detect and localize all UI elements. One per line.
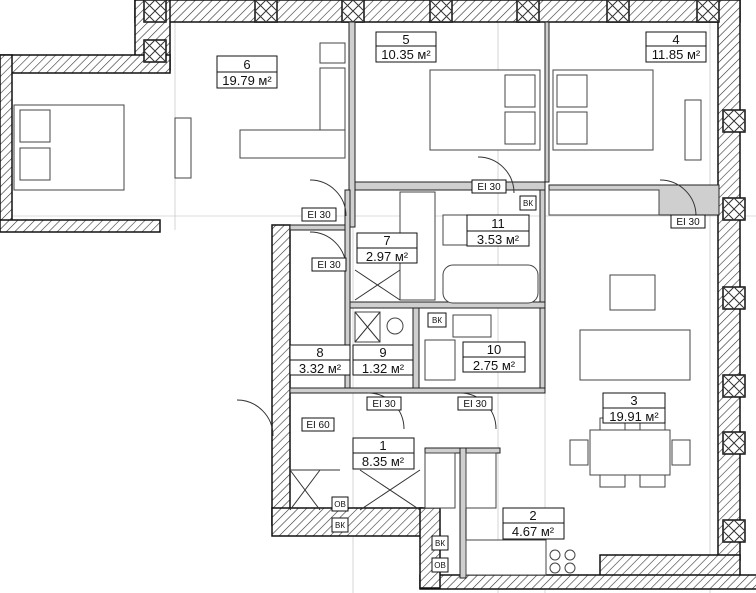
room-label-3: 3 19.91 м²	[602, 392, 666, 424]
svg-text:ВК: ВК	[335, 521, 345, 530]
toilet	[424, 339, 456, 381]
svg-text:9: 9	[379, 345, 386, 360]
wardrobe-room-6	[239, 129, 346, 159]
svg-text:ОВ: ОВ	[334, 500, 346, 509]
svg-text:4: 4	[672, 32, 679, 47]
room-label-1: 1 8.35 м²	[352, 437, 415, 470]
svg-text:11: 11	[491, 216, 505, 231]
svg-text:ВК: ВК	[523, 199, 533, 208]
room-label-5: 5 10.35 м²	[375, 31, 437, 63]
svg-text:19.79 м²: 19.79 м²	[222, 73, 272, 88]
svg-text:ВК: ВК	[432, 316, 442, 325]
washing-machine	[386, 317, 404, 335]
svg-text:EI 30: EI 30	[676, 217, 700, 228]
svg-text:EI 30: EI 30	[463, 399, 487, 410]
room-label-2: 2 4.67 м²	[502, 507, 565, 540]
room-label-8: 8 3.32 м²	[289, 344, 351, 376]
sink	[452, 314, 492, 338]
svg-text:8: 8	[316, 345, 323, 360]
svg-text:ОВ: ОВ	[434, 561, 446, 570]
sofa	[579, 329, 691, 381]
room-label-10: 10 2.75 м²	[462, 341, 526, 373]
svg-text:19.91 м²: 19.91 м²	[609, 409, 659, 424]
dining-table	[589, 429, 671, 476]
svg-text:1: 1	[379, 438, 386, 453]
furniture	[13, 42, 702, 576]
svg-text:EI 30: EI 30	[307, 210, 331, 221]
svg-text:5: 5	[402, 32, 409, 47]
room-label-11: 11 3.53 м²	[466, 214, 530, 247]
kitchen-cabinet	[424, 452, 456, 509]
svg-text:3.53 м²: 3.53 м²	[477, 232, 520, 247]
svg-text:EI 30: EI 30	[477, 182, 501, 193]
svg-text:ВК: ВК	[435, 539, 445, 548]
svg-text:6: 6	[243, 57, 250, 72]
kitchen-counter	[465, 539, 547, 576]
room-label-4: 4 11.85 м²	[645, 31, 707, 63]
svg-text:1.32 м²: 1.32 м²	[362, 361, 405, 376]
tv	[609, 274, 656, 311]
svg-text:8.35 м²: 8.35 м²	[362, 454, 405, 469]
bathtub	[442, 264, 539, 304]
svg-text:10: 10	[487, 342, 501, 357]
svg-text:2.75 м²: 2.75 м²	[473, 358, 516, 373]
svg-text:EI 30: EI 30	[372, 399, 396, 410]
svg-text:4.67 м²: 4.67 м²	[512, 524, 555, 539]
room-label-9: 9 1.32 м²	[352, 344, 414, 376]
svg-text:10.35 м²: 10.35 м²	[381, 47, 431, 62]
svg-text:7: 7	[383, 233, 390, 248]
utility-shafts: ВК ВК ОВ ВК ВК ОВ	[331, 195, 537, 573]
svg-text:2.97 м²: 2.97 м²	[366, 249, 409, 264]
door-fire-ratings: EI 30 EI 30 EI 30 EI 30 EI 30 EI 30 EI 6…	[301, 179, 706, 432]
svg-text:EI 60: EI 60	[306, 420, 330, 431]
room-label-7: 7 2.97 м²	[356, 232, 418, 264]
svg-text:11.85 м²: 11.85 м²	[652, 47, 701, 62]
svg-text:EI 30: EI 30	[317, 260, 341, 271]
room-label-6: 6 19.79 м²	[216, 55, 278, 89]
wardrobe-room-3	[548, 189, 660, 216]
svg-text:2: 2	[529, 508, 536, 523]
svg-text:3: 3	[630, 393, 637, 408]
svg-text:3.32 м²: 3.32 м²	[299, 361, 342, 376]
